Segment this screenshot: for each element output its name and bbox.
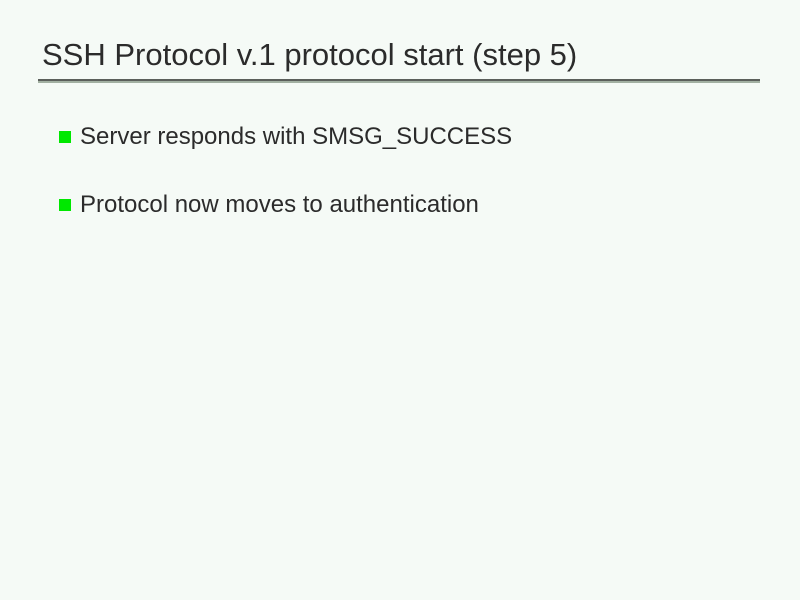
list-item: Server responds with SMSG_SUCCESS	[0, 118, 800, 156]
list-item-label: Protocol now moves to authentication	[80, 191, 479, 218]
green-square-bullet-icon	[59, 199, 71, 211]
green-square-bullet-icon	[59, 131, 71, 143]
title-divider	[38, 79, 760, 83]
page-title: SSH Protocol v.1 protocol start (step 5)	[42, 37, 578, 72]
list-item: Protocol now moves to authentication	[0, 186, 800, 224]
list-item-label: Server responds with SMSG_SUCCESS	[80, 123, 513, 150]
bullet-list: Server responds with SMSG_SUCCESS Protoc…	[0, 118, 800, 254]
